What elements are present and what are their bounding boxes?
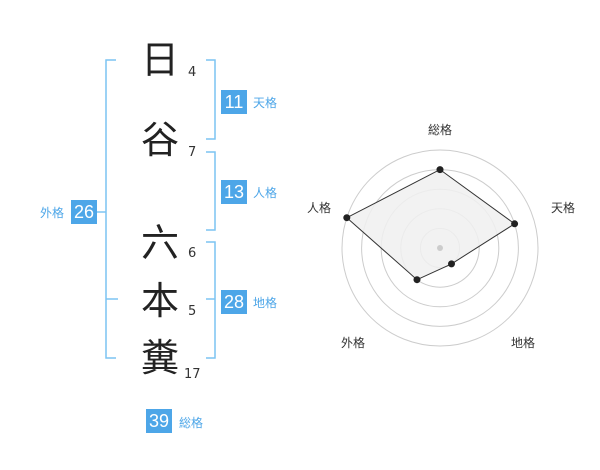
name-char-1: 日 <box>140 38 179 82</box>
radar-axis-label-tenkaku: 天格 <box>551 201 576 215</box>
chikaku-label: 地格 <box>253 296 278 310</box>
jinkaku-label: 人格 <box>253 186 278 200</box>
tenkaku-bracket <box>206 59 216 140</box>
name-char-3: 六 <box>140 221 179 265</box>
soukaku-badge: 39 <box>146 409 172 433</box>
jinkaku-bracket <box>206 151 216 231</box>
gaikaku-label: 外格 <box>40 206 65 220</box>
radar-center-dot <box>437 245 443 251</box>
radar-points <box>343 166 519 284</box>
name-char-2: 谷 <box>140 118 179 162</box>
gaikaku-badge: 26 <box>71 200 97 224</box>
radar-axis-label-chikaku: 地格 <box>511 336 536 350</box>
radar-point-4 <box>413 276 421 284</box>
stroke-count-2: 7 <box>188 145 197 160</box>
chikaku-badge: 28 <box>221 290 247 314</box>
radar-point-1 <box>436 166 444 174</box>
radar-axis-label-jinkaku: 人格 <box>307 201 332 215</box>
stroke-count-1: 4 <box>188 65 197 80</box>
name-char-5: 糞 <box>140 336 179 380</box>
radar-axis-label-soukaku: 総格 <box>428 123 453 137</box>
chikaku-bracket <box>206 241 216 359</box>
radar-axis-label-gaikaku: 外格 <box>341 336 366 350</box>
jinkaku-badge: 13 <box>221 180 247 204</box>
stroke-count-4: 5 <box>188 304 197 319</box>
gaikaku-bracket <box>105 59 116 359</box>
name-char-4: 本 <box>140 279 179 323</box>
stroke-count-3: 6 <box>188 246 197 261</box>
stroke-count-5: 17 <box>184 367 201 382</box>
tenkaku-badge: 11 <box>221 90 247 114</box>
tenkaku-label: 天格 <box>253 96 278 110</box>
radar-point-2 <box>511 220 519 228</box>
radar-ring-5 <box>341 149 539 347</box>
radar-point-3 <box>448 260 455 268</box>
radar-point-5 <box>343 214 351 222</box>
radar-polygon <box>345 169 516 281</box>
soukaku-label: 総格 <box>179 416 204 430</box>
